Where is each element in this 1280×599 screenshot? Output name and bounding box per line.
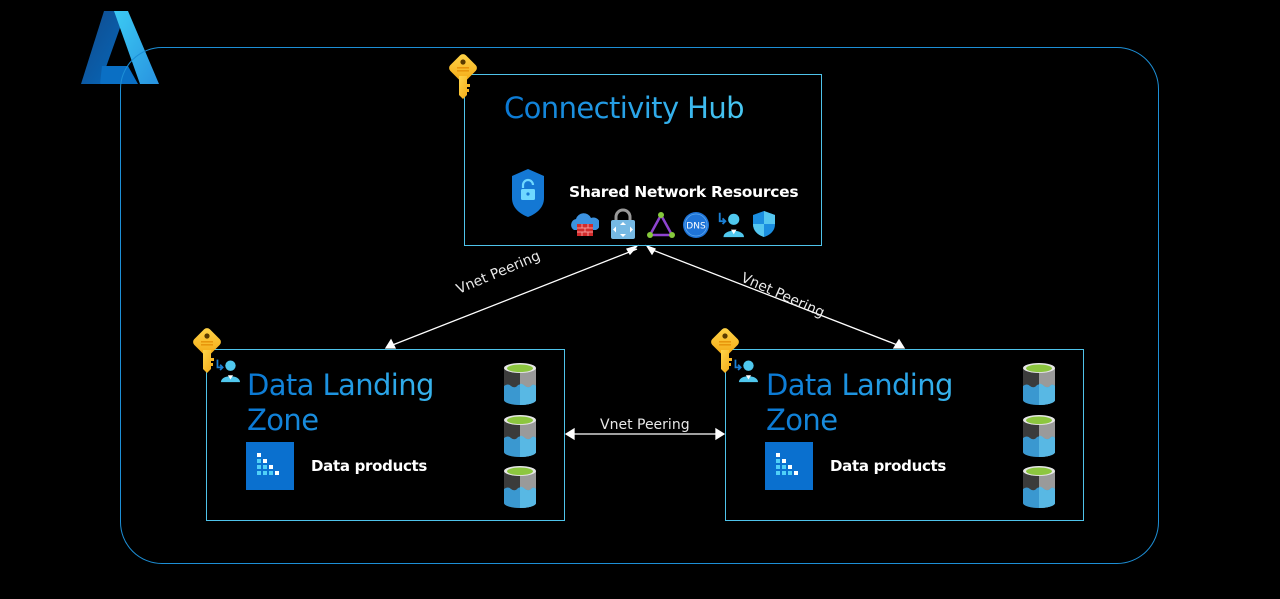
dns-icon: DNS <box>682 211 710 239</box>
data-lake-storage-icon <box>503 465 537 509</box>
arrowhead-hub-right-start <box>645 244 656 256</box>
managed-identity-icon <box>732 357 758 383</box>
data-lake-storage-icon <box>1022 362 1056 406</box>
user-assigned-identity-icon <box>716 210 744 238</box>
defender-shield-icon <box>751 210 777 238</box>
data-products-icon <box>246 442 294 490</box>
connector-hub-left-zone <box>389 248 638 347</box>
data-lake-storage-icon <box>1022 465 1056 509</box>
vpn-gateway-icon <box>609 208 637 240</box>
key-icon <box>449 54 479 100</box>
shared-network-resources-label: Shared Network Resources <box>569 183 799 201</box>
subscription-boundary-frame <box>120 47 1159 564</box>
data-products-icon <box>765 442 813 490</box>
data-products-label-left: Data products <box>311 457 428 475</box>
managed-identity-icon <box>214 357 240 383</box>
arrowhead-left-mid <box>564 427 575 441</box>
data-landing-zone-left-box[interactable] <box>206 349 565 521</box>
arrowhead-left-zone <box>384 338 397 349</box>
data-landing-zone-right-box[interactable] <box>725 349 1084 521</box>
hub-title: Connectivity Hub <box>504 91 745 125</box>
arrowhead-right-mid <box>715 427 726 441</box>
data-products-label-right: Data products <box>830 457 947 475</box>
private-link-icon <box>646 211 676 239</box>
zone-title-right: Data Landing Zone <box>766 368 1016 438</box>
data-lake-storage-icon <box>1022 414 1056 458</box>
network-security-shield-icon <box>510 168 546 218</box>
arrowhead-right-zone <box>892 338 906 349</box>
data-lake-storage-icon <box>503 414 537 458</box>
arrowhead-hub-left-start <box>626 244 639 256</box>
data-lake-storage-icon <box>503 362 537 406</box>
zone-title-left: Data Landing Zone <box>247 368 497 438</box>
edge-label-zone-to-zone: Vnet Peering <box>600 417 690 433</box>
firewall-icon <box>569 210 599 238</box>
connector-hub-right-zone <box>649 248 901 347</box>
connectivity-hub-box[interactable] <box>464 74 822 246</box>
dns-icon-text: DNS <box>686 222 706 232</box>
